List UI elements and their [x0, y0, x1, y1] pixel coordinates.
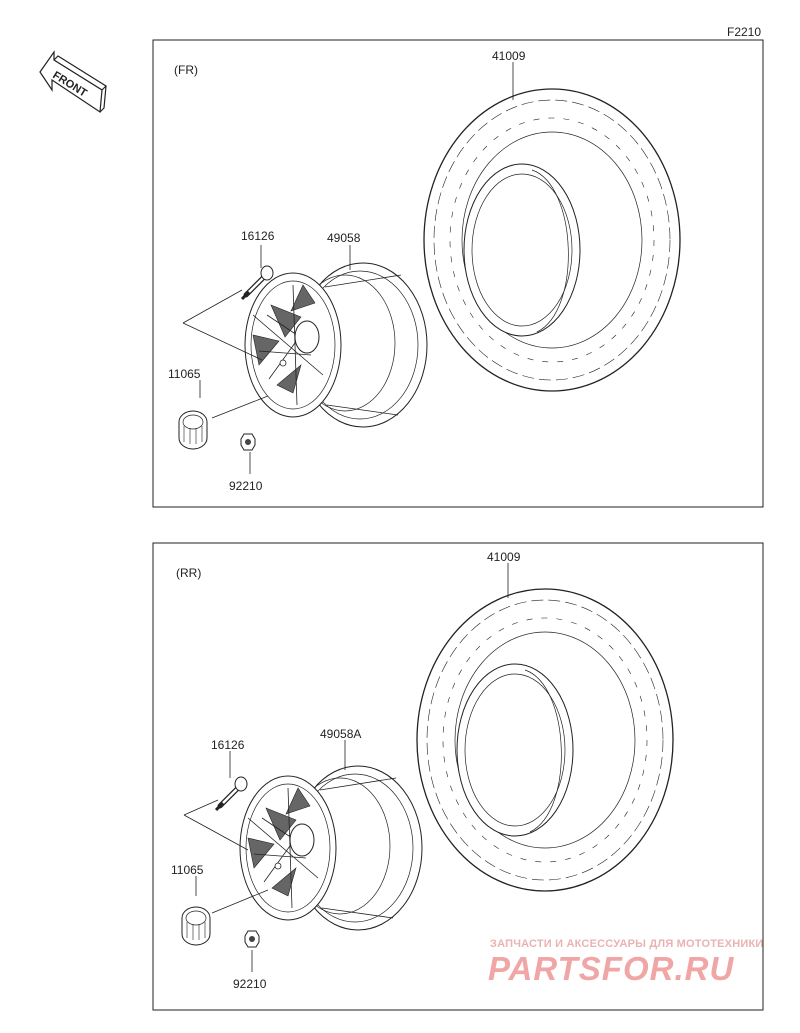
part-number-cap: 11065 — [168, 367, 201, 381]
panel-rear: (RR) 41009 49058A 16126 11065 92210 — [152, 542, 764, 1011]
part-number-nut: 92210 — [229, 479, 263, 493]
front-arrow: FRONT — [39, 50, 107, 114]
panel-front-frame — [152, 39, 764, 508]
part-number-valve: 16126 — [241, 229, 275, 243]
valve-stem — [216, 777, 247, 810]
tire — [416, 588, 674, 892]
lug-nut — [244, 930, 260, 948]
leader-lines — [183, 563, 509, 972]
part-number-valve: 16126 — [211, 738, 245, 752]
rim — [244, 262, 428, 428]
part-number-tire: 41009 — [492, 49, 526, 63]
part-number-rim: 49058 — [327, 231, 361, 245]
panel-front-label: (FR) — [174, 63, 198, 77]
center-cap — [181, 906, 211, 946]
center-cap — [178, 410, 208, 450]
lug-nut — [240, 433, 256, 451]
rim — [239, 765, 423, 931]
part-number-tire: 41009 — [487, 550, 521, 564]
watermark-brand: PARTSFOR.RU — [488, 950, 735, 987]
figure-code: F2210 — [727, 25, 761, 39]
part-number-nut: 92210 — [233, 977, 267, 991]
leader-lines — [182, 62, 514, 474]
panel-rear-frame — [152, 542, 764, 1011]
panel-rear-label: (RR) — [176, 566, 201, 580]
part-number-rim: 49058A — [320, 727, 361, 741]
tire — [423, 88, 681, 392]
panel-front: (FR) 41009 49058 16126 11065 92210 — [152, 39, 764, 508]
watermark-tagline: ЗАПЧАСТИ И АКСЕССУАРЫ ДЛЯ МОТОТЕХНИКИ — [490, 938, 764, 950]
part-number-cap: 11065 — [171, 863, 204, 877]
